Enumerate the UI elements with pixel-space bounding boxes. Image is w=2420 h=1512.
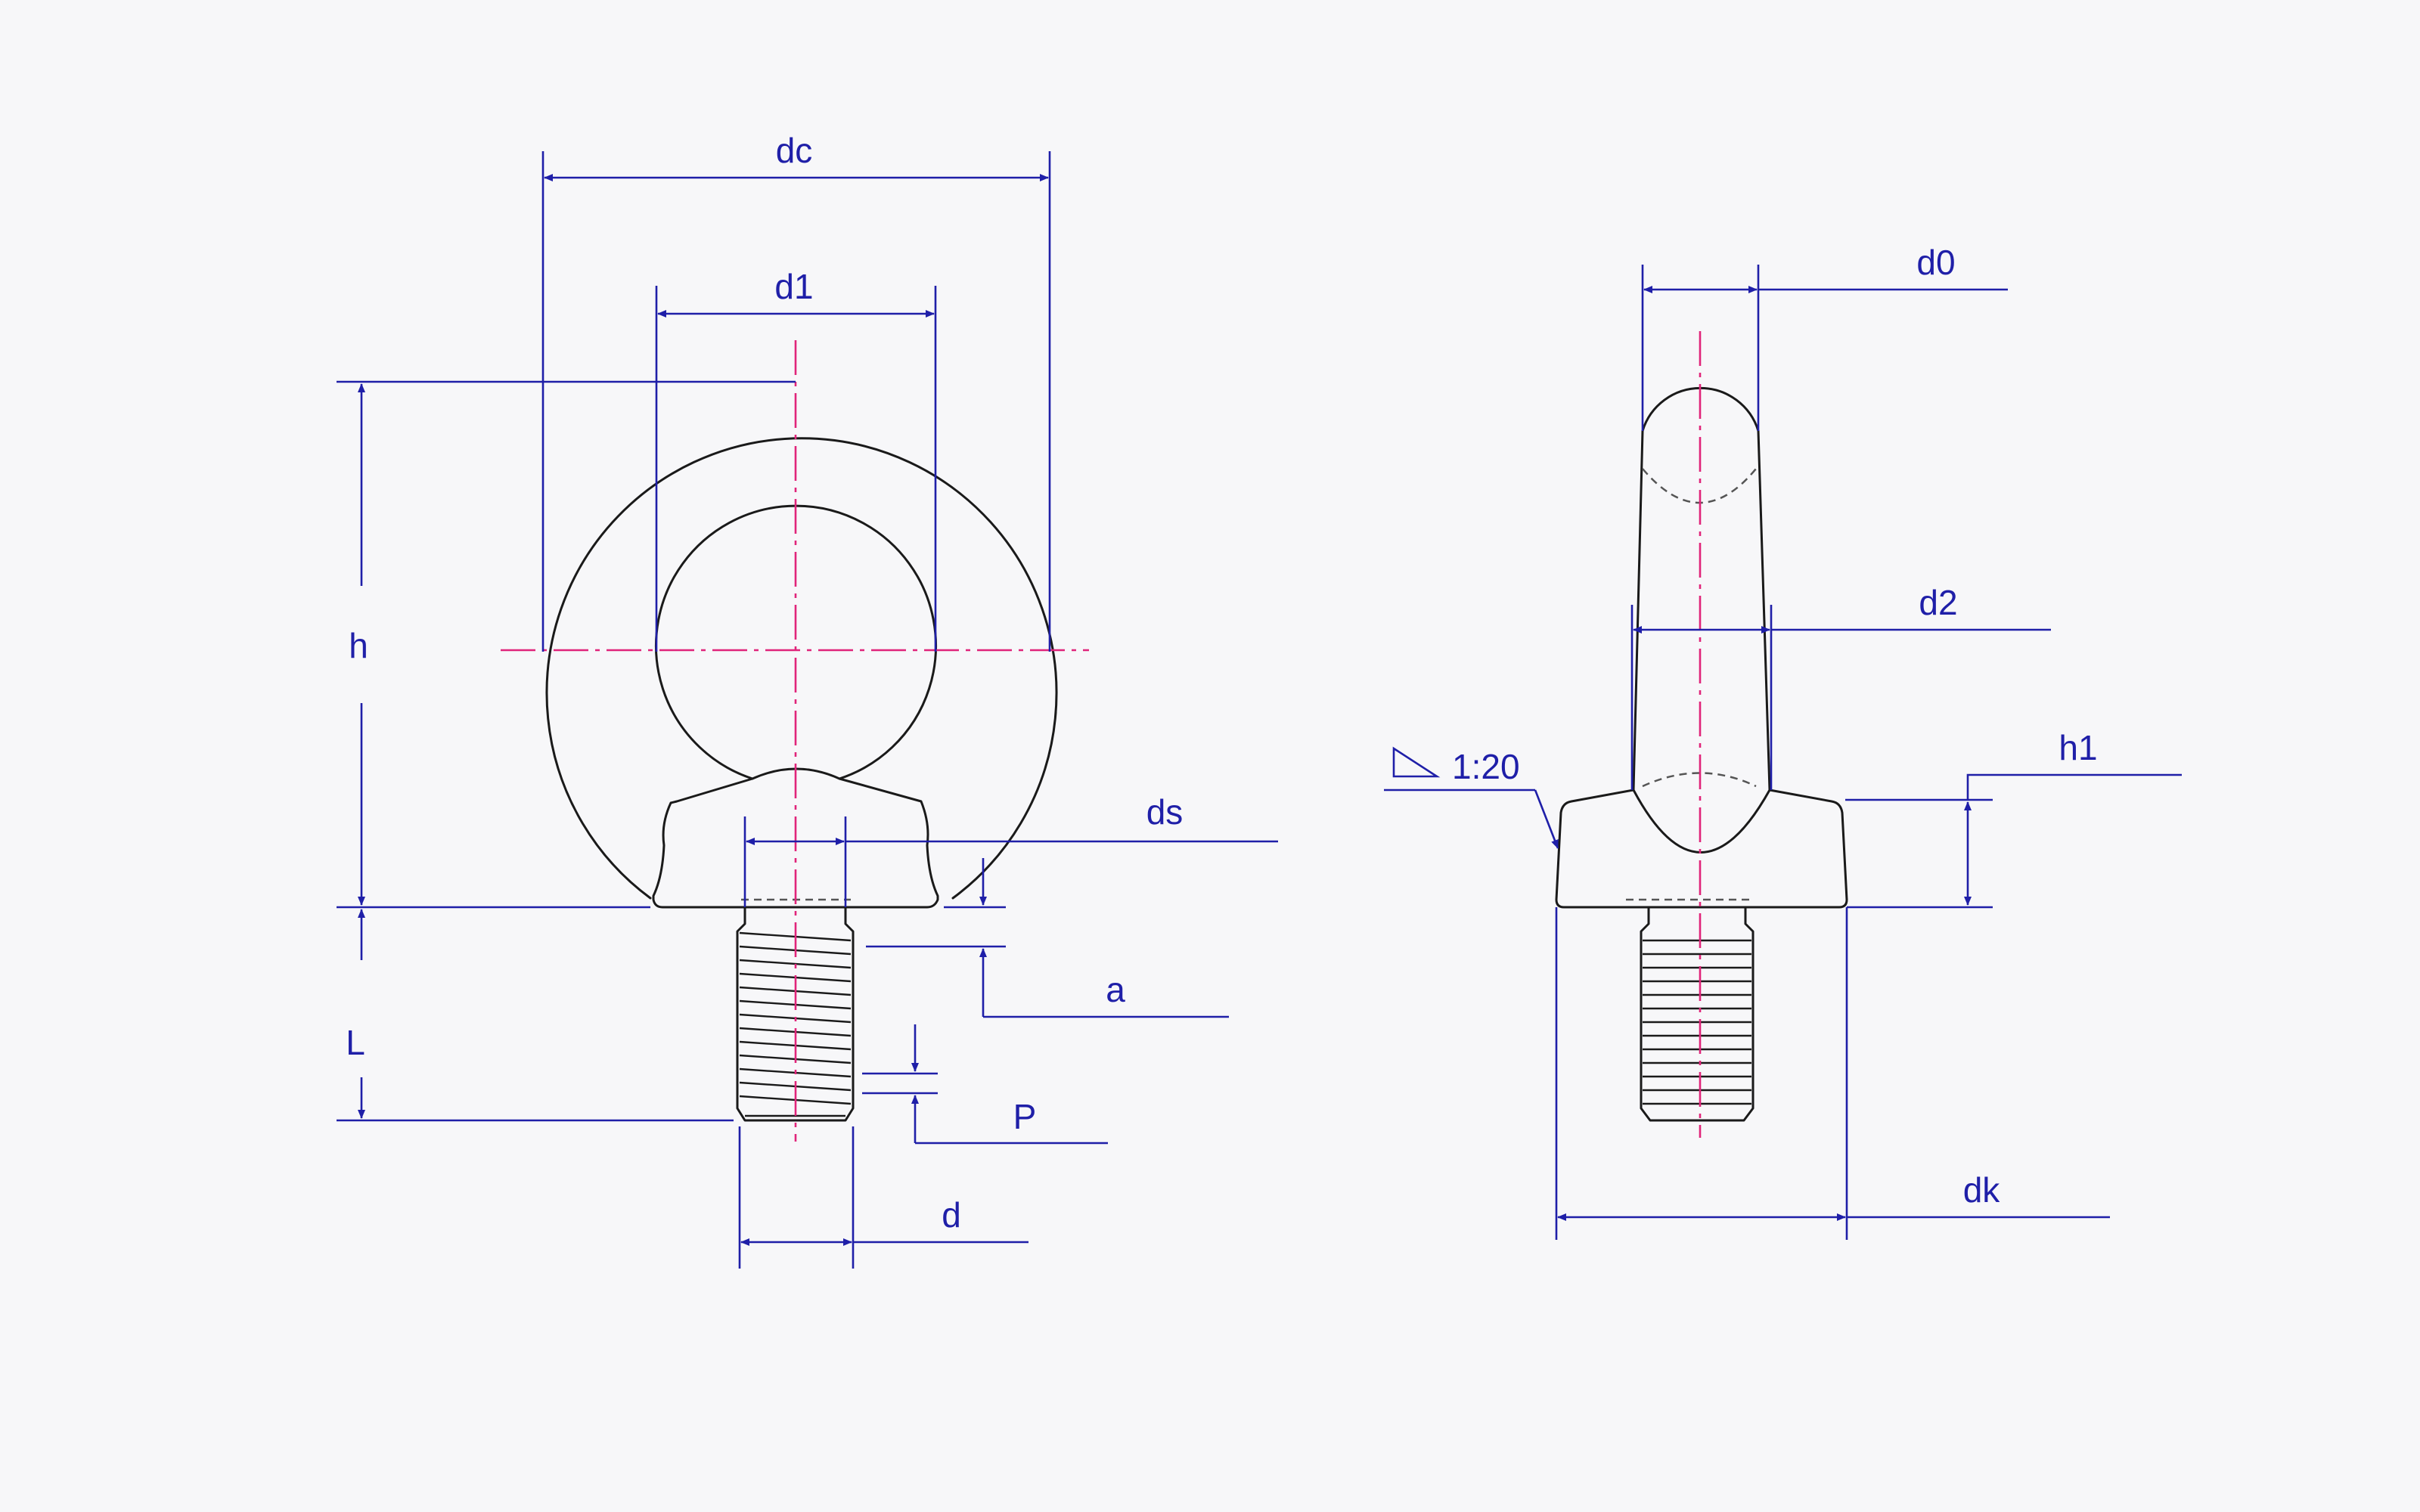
side-thread — [1643, 939, 1751, 1105]
side-stem-bottom — [1632, 789, 1771, 854]
front-ring-outer — [545, 437, 1058, 900]
front-dimensions: dc d1 h L ds a P d — [337, 131, 1278, 1269]
front-shank — [736, 906, 855, 1122]
dim-P-label: P — [1013, 1097, 1037, 1136]
front-view — [501, 340, 1089, 1142]
dim-taper-label: 1:20 — [1452, 747, 1520, 786]
dim-d1-label: d1 — [774, 267, 813, 306]
front-collar — [652, 767, 939, 909]
dim-d2-label: d2 — [1919, 583, 1957, 622]
dim-L-label: L — [346, 1023, 365, 1062]
dim-ds-label: ds — [1146, 792, 1184, 832]
side-stem — [1632, 386, 1771, 792]
taper-symbol — [1392, 746, 1441, 778]
side-view — [1555, 331, 1848, 1138]
dim-d-label: d — [942, 1195, 961, 1235]
dim-d0-label: d0 — [1916, 243, 1955, 282]
side-shank — [1640, 906, 1754, 1122]
side-dimensions: d0 d2 h1 1:20 dk — [1384, 243, 2182, 1240]
dim-dk-label: dk — [1963, 1170, 2001, 1210]
dim-h-label: h — [349, 626, 368, 665]
dim-h1-label: h1 — [2059, 728, 2097, 767]
side-hidden-neck-arc — [1642, 772, 1757, 788]
dim-a-label: a — [1106, 970, 1125, 1009]
dim-dc-label: dc — [776, 131, 813, 170]
side-collar — [1555, 789, 1848, 909]
